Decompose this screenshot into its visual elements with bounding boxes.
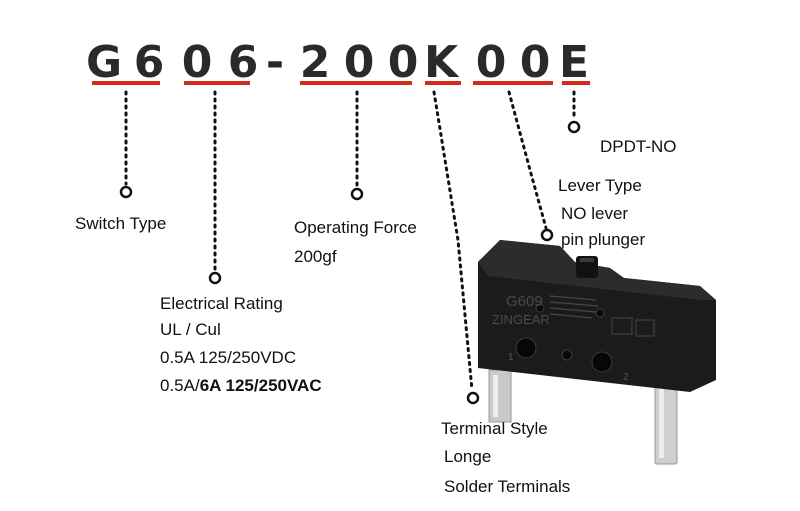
code-char-series-2: 6: [133, 37, 165, 88]
electrical-rating-line-1: UL / Cul: [160, 320, 221, 339]
electrical-rating-line-3: 0.5A/6A 125/250VAC: [160, 376, 322, 396]
leader-lever-type: [507, 90, 548, 230]
leader-terminal-style: [432, 90, 474, 392]
terminal-style-title: Terminal Style: [441, 419, 548, 438]
code-char-rating-2: 6: [227, 37, 259, 88]
terminal-style-line-1: Longe: [444, 447, 492, 466]
electrical-rating-ac-value: 6A 125/250VAC: [199, 376, 322, 395]
operating-force-title: Operating Force: [294, 218, 417, 237]
electrical-rating-title: Electrical Rating: [160, 294, 283, 313]
code-char-lever-2: 0: [519, 37, 551, 88]
contact-label: DPDT-NO: [600, 137, 677, 156]
operating-force-value: 200gf: [294, 247, 337, 266]
electrical-rating-ac-prefix: 0.5A/: [160, 376, 200, 395]
terminal-style-line-2: Solder Terminals: [444, 477, 571, 496]
electrical-rating-line-2: 0.5A 125/250VDC: [160, 348, 297, 367]
model-marking: G609: [506, 293, 543, 310]
pin-label-2: 2: [623, 372, 629, 383]
pin-label-1: 1: [508, 352, 514, 363]
marker-terminal-style: [466, 391, 480, 405]
marker-operating-force: [350, 187, 364, 201]
underline-rating: [184, 81, 250, 85]
code-char-terminal: K: [424, 37, 459, 88]
terminal-left: [488, 369, 512, 423]
brand-marking: ZINGEAR: [492, 312, 550, 327]
switch-type-label: Switch Type: [75, 214, 167, 233]
code-char-rating-1: 0: [181, 37, 213, 88]
underline-terminal: [425, 81, 461, 85]
code-char-force-3: 0: [387, 37, 419, 88]
code-char-force-2: 0: [343, 37, 375, 88]
lever-type-line-1: NO lever: [561, 204, 629, 223]
underline-series: [92, 81, 160, 85]
marker-contact: [567, 120, 581, 134]
terminal-right: [654, 381, 678, 465]
marker-lever-type: [540, 228, 554, 242]
code-char-dash: -: [265, 37, 285, 88]
microswitch-image: G609 ZINGEAR 1 2: [478, 240, 716, 465]
underline-lever: [473, 81, 553, 85]
underline-contact: [562, 81, 590, 85]
mounting-hole-left: [515, 337, 537, 359]
marker-electrical-rating: [208, 271, 222, 285]
code-char-contact: E: [558, 37, 590, 88]
underline-force: [300, 81, 412, 85]
code-char-force-1: 2: [299, 37, 331, 88]
lever-type-line-2: pin plunger: [561, 230, 646, 249]
marker-switch-type: [119, 185, 133, 199]
lever-type-title: Lever Type: [558, 176, 642, 195]
code-char-series: G: [86, 37, 123, 88]
code-char-lever-1: 0: [475, 37, 507, 88]
mounting-hole-right: [591, 351, 613, 373]
